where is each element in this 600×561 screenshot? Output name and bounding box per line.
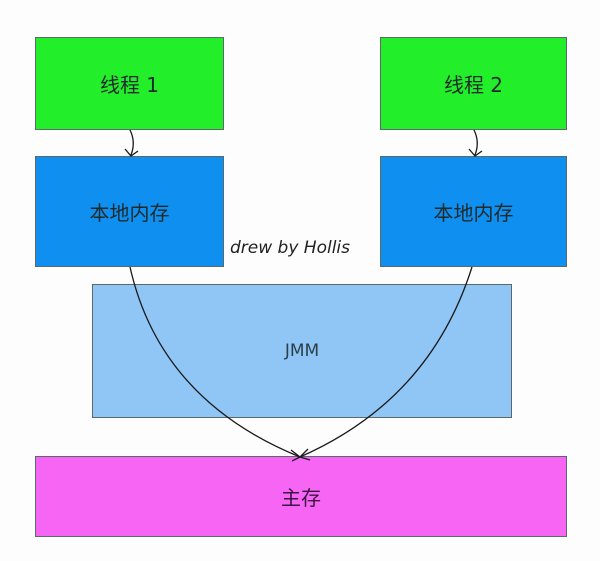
arrowhead-local1	[124, 148, 139, 157]
thread-2-box: 线程 2	[380, 37, 567, 130]
local-memory-2-box: 本地内存	[380, 156, 567, 267]
credit-text: drew by Hollis	[230, 238, 351, 258]
thread-1-box: 线程 1	[35, 37, 224, 130]
local-memory-2-label: 本地内存	[433, 201, 514, 225]
curve-local2-to-main	[299, 266, 473, 458]
arrow-thread1-to-local1	[129, 129, 134, 156]
local-memory-1-box: 本地内存	[35, 156, 224, 267]
main-memory-box: 主存	[35, 456, 567, 537]
thread-1-label: 线程 1	[99, 73, 160, 97]
jmm-label: JMM	[284, 341, 320, 361]
thread-2-label: 线程 2	[443, 73, 504, 97]
main-memory-label: 主存	[281, 486, 321, 510]
curve-local1-to-main	[129, 266, 301, 458]
arrow-thread2-to-local2	[473, 129, 478, 156]
jmm-box: JMM	[92, 284, 512, 418]
arrowhead-main	[290, 448, 311, 462]
arrowhead-local2	[468, 148, 483, 157]
local-memory-1-label: 本地内存	[89, 201, 170, 225]
